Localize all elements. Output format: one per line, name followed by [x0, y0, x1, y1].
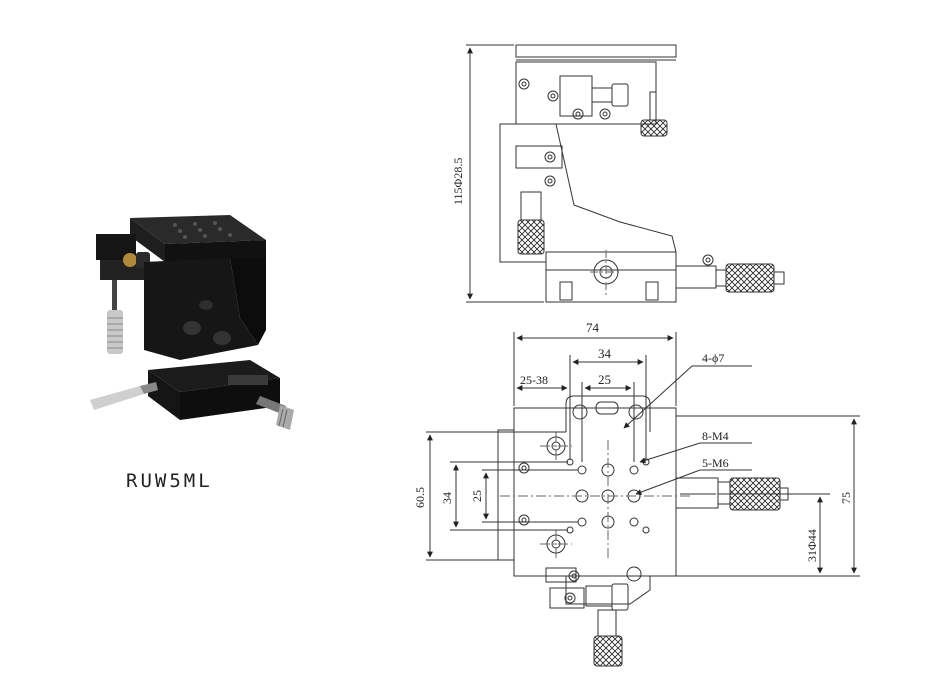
dim-60-5: 60.5 — [413, 487, 427, 508]
product-photo — [90, 215, 294, 430]
dim-74: 74 — [586, 320, 600, 335]
label-8-m4: 8-M4 — [702, 429, 729, 443]
dim-75: 75 — [839, 492, 853, 504]
model-label: RUW5ML — [126, 470, 213, 492]
label-5-m6: 5-M6 — [702, 456, 729, 470]
dim-34-left: 34 — [440, 492, 454, 504]
dim-25-top: 25 — [598, 372, 611, 387]
side-height-dimension: 115Φ28.5 — [451, 158, 465, 205]
label-4-phi7: 4-ϕ7 — [702, 351, 724, 365]
side-view — [466, 44, 785, 303]
dim-25-left: 25 — [470, 490, 484, 502]
top-view — [426, 332, 860, 667]
dim-31-44: 31Φ44 — [805, 529, 819, 562]
dim-25-38: 25-38 — [520, 373, 548, 387]
dim-34-top: 34 — [598, 346, 612, 361]
